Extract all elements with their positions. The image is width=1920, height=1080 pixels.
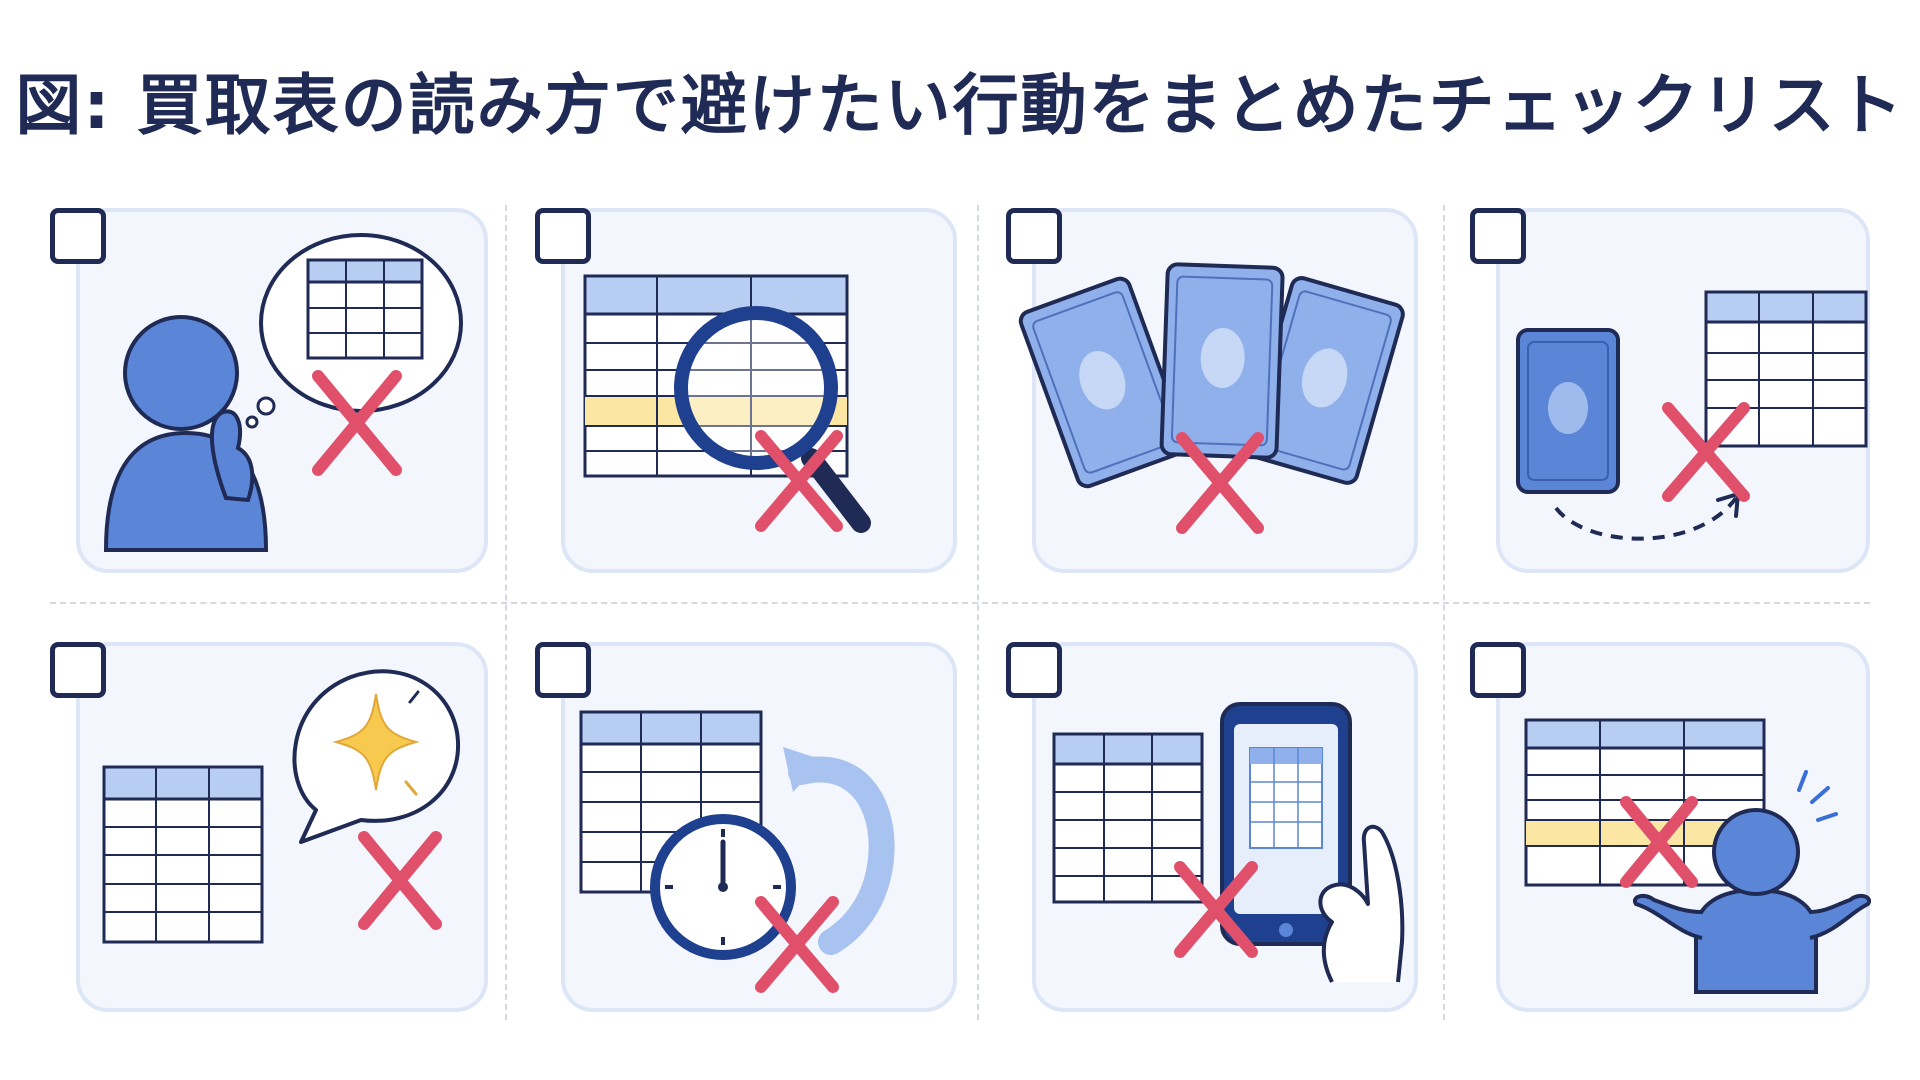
checklist-item-6 — [535, 642, 957, 1012]
column-divider-1 — [505, 205, 507, 1020]
row-divider — [50, 602, 1870, 604]
checkbox-6[interactable] — [535, 642, 591, 698]
panel-8 — [1496, 642, 1872, 1012]
table-sparkle-bubble-icon — [76, 642, 488, 1012]
panel-3 — [1018, 208, 1418, 573]
checkbox-4[interactable] — [1470, 208, 1526, 264]
multiple-cards-icon — [1018, 208, 1418, 573]
table-shrugging-person-icon — [1496, 642, 1872, 1012]
checkbox-8[interactable] — [1470, 642, 1526, 698]
checklist-item-7 — [1006, 642, 1418, 1012]
checkbox-3[interactable] — [1006, 208, 1062, 264]
column-divider-2 — [977, 205, 979, 1020]
checklist-item-2 — [535, 208, 957, 573]
checkbox-7[interactable] — [1006, 642, 1062, 698]
table-smartphone-icon — [1032, 642, 1418, 1012]
figure-title: 図: 買取表の読み方で避けたい行動をまとめたチェックリスト — [15, 67, 1905, 144]
magnifier-highlighted-row-icon — [561, 208, 957, 573]
panel-4 — [1496, 208, 1870, 573]
column-divider-3 — [1443, 205, 1445, 1020]
checklist-item-4 — [1470, 208, 1870, 573]
thinking-person-table-icon — [76, 208, 488, 573]
table-clock-refresh-icon — [561, 642, 957, 1012]
checklist-item-8 — [1470, 642, 1872, 1012]
checklist-item-1 — [50, 208, 488, 573]
checklist-item-3 — [1006, 208, 1418, 573]
panel-7 — [1032, 642, 1418, 1012]
checklist-item-5 — [50, 642, 488, 1012]
checkbox-1[interactable] — [50, 208, 106, 264]
panel-6 — [561, 642, 957, 1012]
panel-5 — [76, 642, 488, 1012]
card-to-table-arrow-icon — [1496, 208, 1870, 573]
panel-2 — [561, 208, 957, 573]
panel-1 — [76, 208, 488, 573]
checkbox-2[interactable] — [535, 208, 591, 264]
checkbox-5[interactable] — [50, 642, 106, 698]
